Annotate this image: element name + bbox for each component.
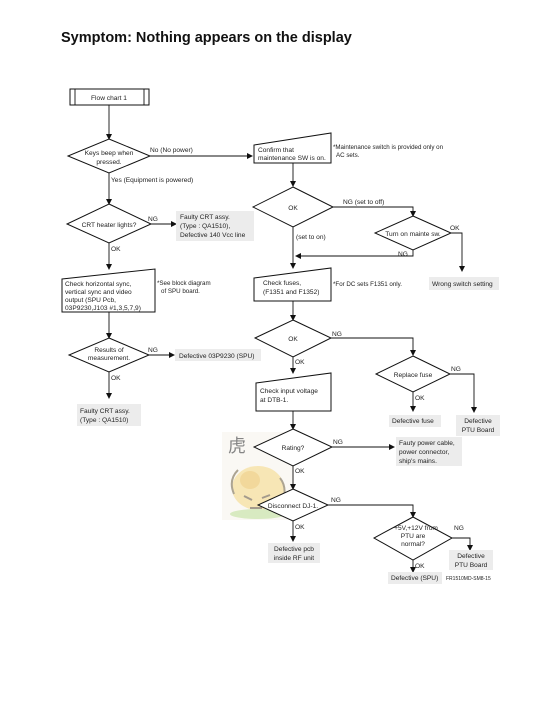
svg-text:Fauty power cable,: Fauty power cable, xyxy=(399,440,455,447)
svg-text:output (SPU Pcb,: output (SPU Pcb, xyxy=(65,297,116,304)
note-dc-sets: *For DC sets F1351 only. xyxy=(333,281,402,288)
svg-text:Defective: Defective xyxy=(464,418,492,425)
svg-text:Rating?: Rating? xyxy=(282,445,305,452)
decision-ok-fuses: OK xyxy=(253,319,333,358)
flow-connectors xyxy=(106,105,477,573)
svg-text:Defective: Defective xyxy=(457,553,485,560)
svg-text:at DTB-1.: at DTB-1. xyxy=(260,397,288,404)
result-defective-ptu-board-1: Defective PTU Board xyxy=(456,415,500,436)
label-ng-rating: NG xyxy=(333,439,343,446)
label-ok-disconnect: OK xyxy=(295,524,305,531)
flow-chart-label: Flow chart 1 xyxy=(69,88,150,106)
svg-text:Replace fuse: Replace fuse xyxy=(394,372,433,379)
svg-text:Results of: Results of xyxy=(94,347,123,354)
process-check-hsync: Check horizontal sync, vertical sync and… xyxy=(61,268,156,313)
svg-text:(F1351 and F1352): (F1351 and F1352) xyxy=(263,289,319,296)
decision-disconnect-dj1: Disconnect DJ-1. xyxy=(256,488,330,522)
note-spu-board: of SPU board. xyxy=(161,288,200,295)
svg-text:Check input voltage: Check input voltage xyxy=(260,388,318,395)
svg-text:Defective pcb: Defective pcb xyxy=(274,546,314,553)
note-ac-sets: AC sets. xyxy=(336,152,360,159)
svg-text:pressed.: pressed. xyxy=(96,159,121,166)
label-set-to-on: (set to on) xyxy=(296,234,326,241)
svg-text:Wrong switch setting: Wrong switch setting xyxy=(432,281,493,288)
result-defective-03p9230: Defective 03P9230 (SPU) xyxy=(175,349,261,361)
page-title: Symptom: Nothing appears on the display xyxy=(61,30,352,46)
svg-text:OK: OK xyxy=(288,336,298,343)
decision-ok-mainte: OK xyxy=(251,186,335,228)
svg-text:Check horizontal sync,: Check horizontal sync, xyxy=(65,281,132,288)
svg-text:Defective 03P9230 (SPU): Defective 03P9230 (SPU) xyxy=(179,353,255,360)
svg-text:CRT heater lights?: CRT heater lights? xyxy=(82,222,137,229)
label-ng-replace-fuse: NG xyxy=(451,366,461,373)
decision-crt-heater: CRT heater lights? xyxy=(65,203,153,244)
svg-text:measurement.: measurement. xyxy=(88,355,130,362)
label-ng-disconnect: NG xyxy=(331,497,341,504)
note-maintenance-switch: *Maintenance switch is provided only on xyxy=(333,144,444,151)
label-ok-rating: OK xyxy=(295,468,305,475)
decision-turn-on-mainte-sw: Turn on mainte sw. xyxy=(373,215,453,251)
label-ok-results: OK xyxy=(111,375,121,382)
decision-replace-fuse: Replace fuse xyxy=(374,355,452,393)
svg-text:Flow chart 1: Flow chart 1 xyxy=(91,95,127,102)
svg-text:power connector,: power connector, xyxy=(399,449,449,456)
svg-text:(Type : QA1510),: (Type : QA1510), xyxy=(180,223,230,230)
svg-text:Faulty CRT assy.: Faulty CRT assy. xyxy=(180,214,230,221)
svg-text:vertical sync and video: vertical sync and video xyxy=(65,289,132,296)
result-faulty-power-cable: Fauty power cable, power connector, ship… xyxy=(396,437,462,466)
svg-text:ship's mains.: ship's mains. xyxy=(399,458,437,465)
svg-text:Confirm that: Confirm that xyxy=(258,147,294,154)
result-defective-fuse: Defective fuse xyxy=(389,415,441,427)
label-ng-fuses: NG xyxy=(332,331,342,338)
decision-rating: Rating? xyxy=(252,428,334,467)
label-ok-replace-fuse: OK xyxy=(415,395,425,402)
label-ng-ptu: NG xyxy=(454,525,464,532)
result-wrong-switch-setting: Wrong switch setting xyxy=(429,277,499,290)
svg-text:OK: OK xyxy=(288,205,298,212)
process-check-input-voltage: Check input voltage at DTB-1. xyxy=(255,372,332,412)
label-ok-mainte: OK xyxy=(450,225,460,232)
label-ng-crt: NG xyxy=(148,216,158,223)
svg-text:Turn on mainte sw.: Turn on mainte sw. xyxy=(385,231,441,238)
document-code: FR1510MD-SM8-15 xyxy=(446,576,491,582)
svg-text:虎: 虎 xyxy=(228,436,246,457)
label-ok-fuses: OK xyxy=(295,359,305,366)
result-defective-ptu-board-2: Defective PTU Board xyxy=(449,550,493,570)
label-yes-powered: Yes (Equipment is powered) xyxy=(111,177,193,184)
svg-text:(Type : QA1510): (Type : QA1510) xyxy=(80,417,128,424)
svg-text:Keys beep when: Keys beep when xyxy=(85,150,134,157)
result-defective-pcb-rf-unit: Defective pcb inside RF unit xyxy=(268,543,320,563)
svg-text:maintenance SW is on.: maintenance SW is on. xyxy=(258,155,326,162)
svg-text:Defective (SPU): Defective (SPU) xyxy=(391,575,438,582)
result-faulty-crt-140vcc: Faulty CRT assy. (Type : QA1510), Defect… xyxy=(176,211,254,241)
svg-text:Disconnect DJ-1.: Disconnect DJ-1. xyxy=(268,503,318,510)
label-ng-mainte: NG xyxy=(398,251,408,258)
process-confirm-maintenance-sw: Confirm that maintenance SW is on. xyxy=(253,132,332,164)
svg-text:03P9230,J103 #1,3,5,7,9): 03P9230,J103 #1,3,5,7,9) xyxy=(65,305,141,312)
svg-text:PTU are: PTU are xyxy=(401,533,426,540)
label-ng-results: NG xyxy=(148,347,158,354)
decision-results-measurement: Results of measurement. xyxy=(67,337,151,373)
label-no-power: No (No power) xyxy=(150,147,193,154)
decision-ptu-voltage-normal: +5V,+12V from PTU are normal? xyxy=(372,516,454,561)
note-spu-block-diagram: *See block diagram xyxy=(157,280,211,287)
label-ok-ptu: OK xyxy=(415,563,425,570)
svg-text:normal?: normal? xyxy=(401,541,425,548)
decision-keys-beep: Keys beep when pressed. xyxy=(66,138,152,174)
process-check-fuses: Check fuses, (F1351 and F1352) xyxy=(253,267,332,302)
label-ng-set-off: NG (set to off) xyxy=(343,199,384,206)
svg-text:Check fuses,: Check fuses, xyxy=(263,280,301,287)
svg-text:Defective fuse: Defective fuse xyxy=(392,418,434,425)
svg-text:PTU Board: PTU Board xyxy=(462,427,495,434)
svg-text:inside RF unit: inside RF unit xyxy=(274,555,314,562)
svg-text:Defective 140 Vcc line: Defective 140 Vcc line xyxy=(180,232,246,239)
svg-text:Faulty CRT assy.: Faulty CRT assy. xyxy=(80,408,130,415)
result-defective-spu: Defective (SPU) xyxy=(388,572,442,584)
svg-text:+5V,+12V from: +5V,+12V from xyxy=(394,525,438,532)
svg-text:PTU Board: PTU Board xyxy=(455,562,488,569)
label-ok-crt: OK xyxy=(111,246,121,253)
result-faulty-crt: Faulty CRT assy. (Type : QA1510) xyxy=(77,404,141,426)
